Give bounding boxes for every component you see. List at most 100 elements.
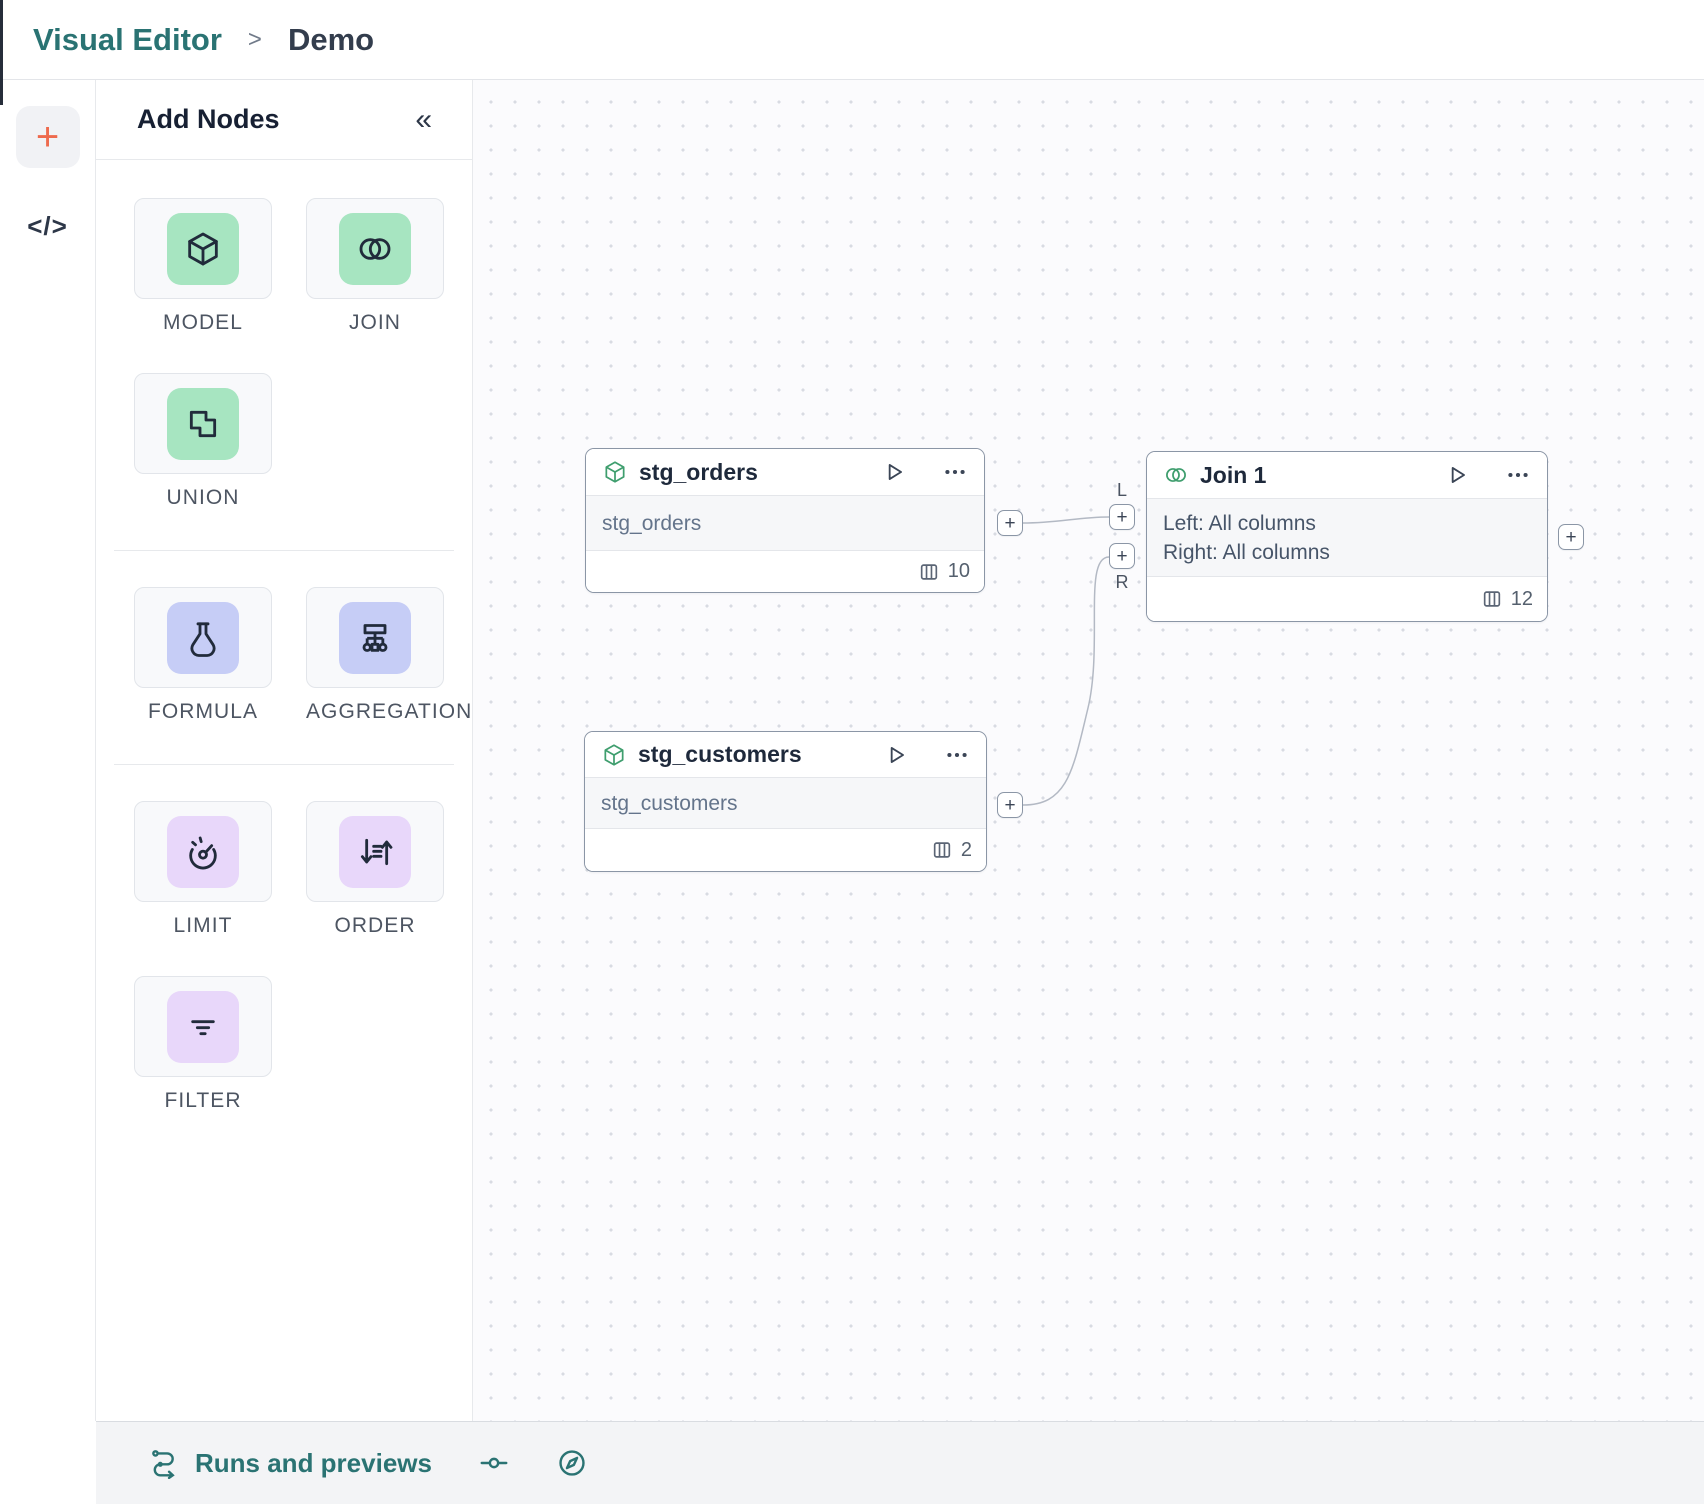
tile-card — [134, 198, 272, 299]
group-divider — [114, 550, 454, 551]
tile-order[interactable]: ORDER — [306, 801, 444, 938]
code-view-button[interactable]: </> — [27, 211, 68, 242]
tile-card — [306, 587, 444, 688]
node-footer: 10 — [586, 551, 984, 592]
add-nodes-panel: Add Nodes « MODEL — [96, 80, 473, 1421]
collapse-panel-icon[interactable]: « — [415, 102, 432, 136]
git-commit-button[interactable] — [478, 1447, 510, 1479]
node-menu-button[interactable] — [1505, 462, 1531, 488]
kebab-icon — [945, 469, 965, 475]
git-commit-icon — [480, 1457, 508, 1469]
tile-card — [134, 587, 272, 688]
left-toolbar: + </> — [0, 80, 96, 1421]
tile-row: MODEL JOIN — [96, 198, 472, 335]
bottom-bar: Runs and previews — [96, 1421, 1704, 1504]
add-nodes-panel-header: Add Nodes « — [96, 80, 472, 160]
tile-card — [134, 373, 272, 474]
port-join-right-input[interactable]: + — [1109, 543, 1135, 569]
tile-label: UNION — [166, 486, 240, 509]
compass-button[interactable] — [556, 1447, 588, 1479]
plus-icon: + — [35, 115, 60, 159]
tile-label: FORMULA — [147, 700, 259, 723]
play-icon — [888, 464, 902, 480]
runs-and-previews-button[interactable]: Runs and previews — [148, 1447, 432, 1479]
node-title: stg_customers — [638, 741, 802, 767]
plus-icon: + — [1565, 526, 1577, 548]
node-title: stg_orders — [639, 458, 758, 485]
kebab-icon — [1508, 472, 1528, 478]
top-header: Visual Editor > Demo — [0, 0, 1704, 105]
tile-label: MODEL — [163, 311, 243, 334]
node-header: Join 1 — [1147, 452, 1547, 498]
tile-row: UNION — [96, 373, 472, 510]
breadcrumb-page-title: Demo — [287, 21, 375, 57]
tile-model[interactable]: MODEL — [134, 198, 272, 335]
panel-title: Add Nodes — [137, 104, 280, 134]
runs-and-previews-label: Runs and previews — [195, 1447, 432, 1478]
tile-label: LIMIT — [173, 914, 233, 937]
node-source-label: stg_customers — [601, 791, 738, 815]
node-header: stg_orders — [586, 449, 984, 495]
node-stg-customers[interactable]: stg_customers stg_customers 2 — [584, 731, 987, 872]
run-node-button[interactable] — [1444, 462, 1470, 488]
run-node-button[interactable] — [881, 459, 907, 485]
formula-icon — [167, 601, 239, 674]
runs-icon — [152, 1450, 175, 1479]
node-menu-button[interactable] — [942, 459, 968, 485]
port-join-left-input[interactable]: + — [1109, 504, 1135, 530]
join-left-port-label: L — [1116, 480, 1127, 500]
column-count: 12 — [1510, 587, 1533, 610]
node-body: Left: All columns Right: All columns — [1147, 498, 1547, 577]
tile-row: LIMIT ORDER — [96, 801, 472, 938]
port-stg-customers-output[interactable]: + — [997, 792, 1023, 818]
node-source-label: stg_orders — [602, 511, 702, 535]
tile-aggregation[interactable]: AGGREGATION — [306, 587, 473, 724]
tile-label: FILTER — [164, 1089, 242, 1112]
run-node-button[interactable] — [883, 742, 909, 768]
panel-body: MODEL JOIN — [96, 160, 472, 1113]
aggregation-icon — [339, 601, 411, 674]
window-edge-strip — [0, 0, 3, 105]
columns-icon — [1483, 591, 1500, 607]
union-icon — [167, 387, 239, 460]
code-icon: </> — [27, 211, 68, 241]
column-count: 10 — [947, 560, 970, 582]
plus-icon: + — [1004, 512, 1016, 534]
node-join-1[interactable]: Join 1 Left: All columns Right: All colu… — [1146, 451, 1548, 622]
join-left-config: Left: All columns — [1163, 511, 1316, 535]
filter-icon — [167, 990, 239, 1063]
port-join-output[interactable]: + — [1558, 524, 1584, 550]
node-body: stg_customers — [585, 777, 986, 829]
node-menu-button[interactable] — [944, 742, 970, 768]
node-header: stg_customers — [585, 732, 986, 777]
tile-card — [134, 976, 272, 1077]
columns-icon — [933, 842, 951, 858]
tile-row: FORMULA A — [96, 587, 472, 724]
tile-filter[interactable]: FILTER — [134, 976, 272, 1113]
model-icon — [167, 212, 239, 285]
columns-icon — [920, 563, 937, 580]
tile-formula[interactable]: FORMULA — [134, 587, 272, 724]
node-stg-orders[interactable]: stg_orders stg_orders 10 — [585, 448, 985, 593]
plus-icon: + — [1004, 794, 1016, 816]
tile-join[interactable]: JOIN — [306, 198, 444, 335]
model-cube-icon — [604, 743, 624, 766]
breadcrumb-app-link[interactable]: Visual Editor — [33, 21, 222, 57]
tile-card — [306, 801, 444, 902]
tile-label: AGGREGATION — [306, 700, 473, 723]
column-count: 2 — [960, 838, 972, 861]
node-footer: 12 — [1147, 577, 1547, 621]
limit-icon — [167, 815, 239, 888]
tile-label: JOIN — [348, 311, 402, 334]
flow-canvas[interactable]: stg_orders stg_orders 10 — [473, 80, 1704, 1421]
join-icon — [339, 212, 411, 285]
tile-limit[interactable]: LIMIT — [134, 801, 272, 938]
main-area: + </> Add Nodes « — [0, 80, 1704, 1421]
model-cube-icon — [605, 461, 625, 483]
plus-icon: + — [1116, 506, 1128, 528]
add-node-button[interactable]: + — [15, 106, 80, 168]
tile-union[interactable]: UNION — [134, 373, 272, 510]
tile-card — [306, 198, 444, 299]
kebab-icon — [947, 752, 967, 757]
port-stg-orders-output[interactable]: + — [997, 510, 1023, 536]
